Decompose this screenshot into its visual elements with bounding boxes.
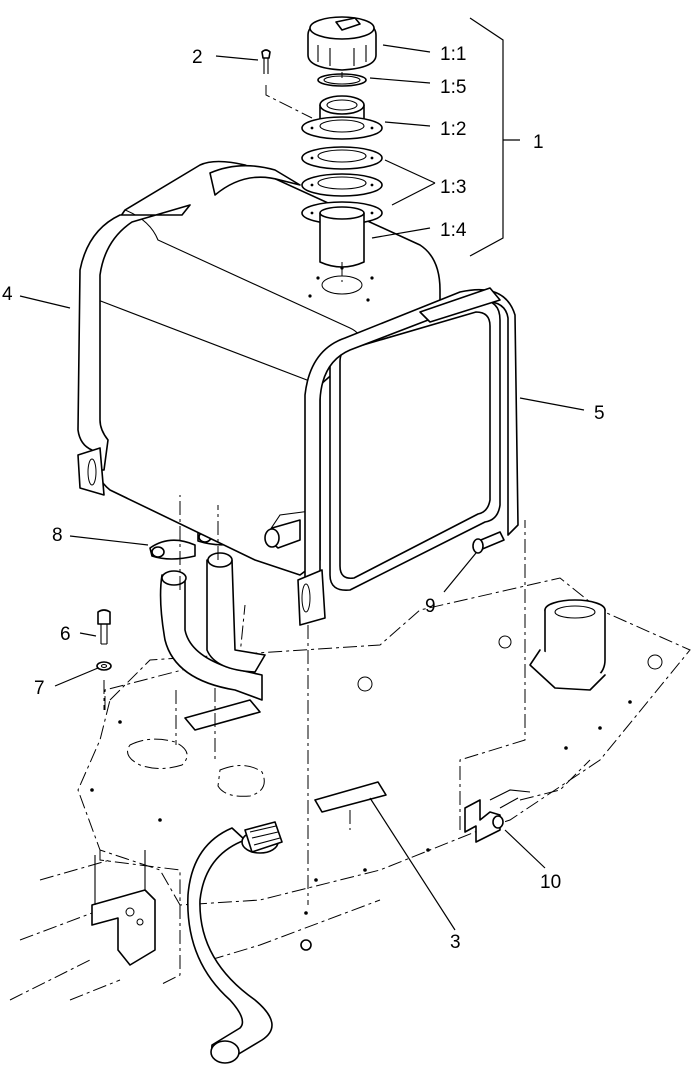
hardware	[96, 609, 531, 843]
callout-3: 3	[450, 932, 461, 953]
callout-1-2: 1:2	[440, 119, 466, 140]
pump-mount	[529, 599, 606, 691]
callout-2: 2	[192, 47, 203, 68]
breather-cap-assembly	[261, 16, 383, 268]
callout-labels: 1:1 1:5 1:2 1:3 1:4 1 2 3 4 5 6 7 8 9 10	[2, 44, 605, 953]
callout-1: 1	[533, 132, 544, 153]
callout-1-5: 1:5	[440, 77, 466, 98]
callout-5: 5	[594, 403, 605, 424]
callout-4: 4	[2, 284, 13, 305]
callout-10: 10	[540, 872, 561, 893]
callout-7: 7	[34, 678, 45, 699]
suction-hose	[187, 821, 283, 1064]
callout-1-3: 1:3	[440, 177, 466, 198]
tank-end-and-strap	[297, 287, 519, 626]
leader-lines	[19, 17, 585, 931]
callout-1-4: 1:4	[440, 220, 467, 241]
mounting-bracket	[91, 850, 156, 966]
callout-6: 6	[60, 624, 71, 645]
callout-8: 8	[52, 525, 63, 546]
frame-plate	[9, 520, 691, 1001]
callout-1-1: 1:1	[440, 44, 466, 65]
callout-9: 9	[425, 596, 436, 617]
assembly-centerlines	[103, 72, 351, 951]
